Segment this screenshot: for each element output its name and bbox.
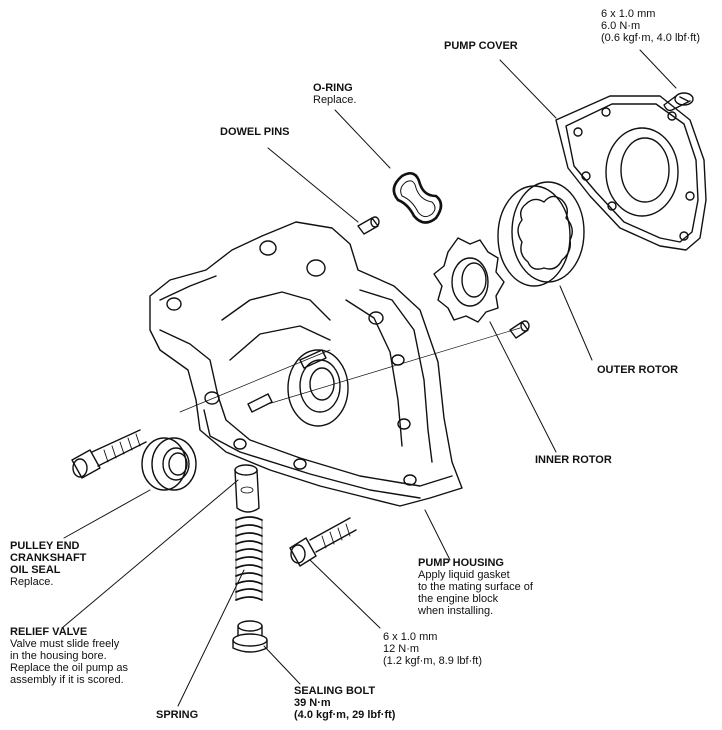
outer-rotor-title: OUTER ROTOR [597,364,679,376]
dowel-pins-title: DOWEL PINS [220,126,290,138]
relief-valve-label: RELIEF VALVE Valve must slide freely in … [10,626,128,686]
leader-lines [61,49,677,707]
dowel-pin-icon [509,320,530,339]
sealing-bolt-torque: 39 N·m [294,697,331,709]
o-ring-label: O-RING Replace. [313,82,356,106]
housing-bolt-icon [289,517,357,567]
oil-seal-title-1: PULLEY END [10,540,80,552]
inner-rotor-title: INNER ROTOR [535,454,612,466]
outer-rotor-icon [497,181,585,287]
spring-title: SPRING [156,709,199,721]
housing-bolt-size: 6 x 1.0 mm [383,631,438,643]
o-ring-icon [392,172,443,224]
relief-valve-note-2: in the housing bore. [10,650,107,662]
oil-seal-title-3: OIL SEAL [10,564,61,576]
pump-housing-note-2: to the mating surface of [418,581,533,593]
dowel-pin-icon [357,216,380,235]
oil-seal-note: Replace. [10,576,54,588]
cover-screw-icon [663,92,694,112]
oil-seal-label: PULLEY END CRANKSHAFT OIL SEAL Replace. [10,540,86,588]
inner-rotor-icon [433,237,505,323]
cover-bolt-spec: 6 x 1.0 mm 6.0 N·m (0.6 kgf·m, 4.0 lbf·f… [601,8,700,44]
cover-bolt-torque-alt: (0.6 kgf·m, 4.0 lbf·ft) [601,32,701,44]
pump-housing-note-4: when installing. [418,605,494,617]
sealing-bolt-title: SEALING BOLT [294,685,376,697]
inner-rotor-label: INNER ROTOR [535,454,612,466]
cover-bolt-size: 6 x 1.0 mm [601,8,656,20]
housing-bolt-icon [71,429,147,479]
sealing-bolt-label: SEALING BOLT 39 N·m (4.0 kgf·m, 29 lbf·f… [294,685,395,721]
spring-icon [235,516,263,601]
relief-valve-note-1: Valve must slide freely [10,638,120,650]
pump-housing-label: PUMP HOUSING Apply liquid gasket to the … [418,557,533,617]
oil-seal-icon [141,437,197,491]
housing-bolt-torque-alt: (1.2 kgf·m, 8.9 lbf·ft) [383,655,483,667]
pump-cover-icon [555,95,707,251]
pump-housing-note-3: the engine block [418,593,499,605]
relief-valve-icon [234,464,260,513]
relief-valve-title: RELIEF VALVE [10,626,88,638]
pump-cover-title: PUMP COVER [444,40,518,52]
pump-cover-label: PUMP COVER [444,40,518,52]
sealing-bolt-icon [232,620,268,653]
spring-label: SPRING [156,709,198,721]
dowel-pins-label: DOWEL PINS [220,126,289,138]
housing-bolt-spec: 6 x 1.0 mm 12 N·m (1.2 kgf·m, 8.9 lbf·ft… [383,631,482,667]
relief-valve-note-4: assembly if it is scored. [10,674,124,686]
housing-bolt-torque: 12 N·m [383,643,420,655]
o-ring-note: Replace. [313,94,357,106]
sealing-bolt-torque-alt: (4.0 kgf·m, 29 lbf·ft) [294,709,396,721]
pump-housing-note-1: Apply liquid gasket [418,569,510,581]
pump-housing-icon [149,221,463,507]
cover-bolt-torque: 6.0 N·m [601,20,641,32]
o-ring-title: O-RING [313,82,353,94]
relief-valve-note-3: Replace the oil pump as [10,662,129,674]
outer-rotor-label: OUTER ROTOR [597,364,678,376]
oil-seal-title-2: CRANKSHAFT [10,552,87,564]
pump-housing-title: PUMP HOUSING [418,557,504,569]
